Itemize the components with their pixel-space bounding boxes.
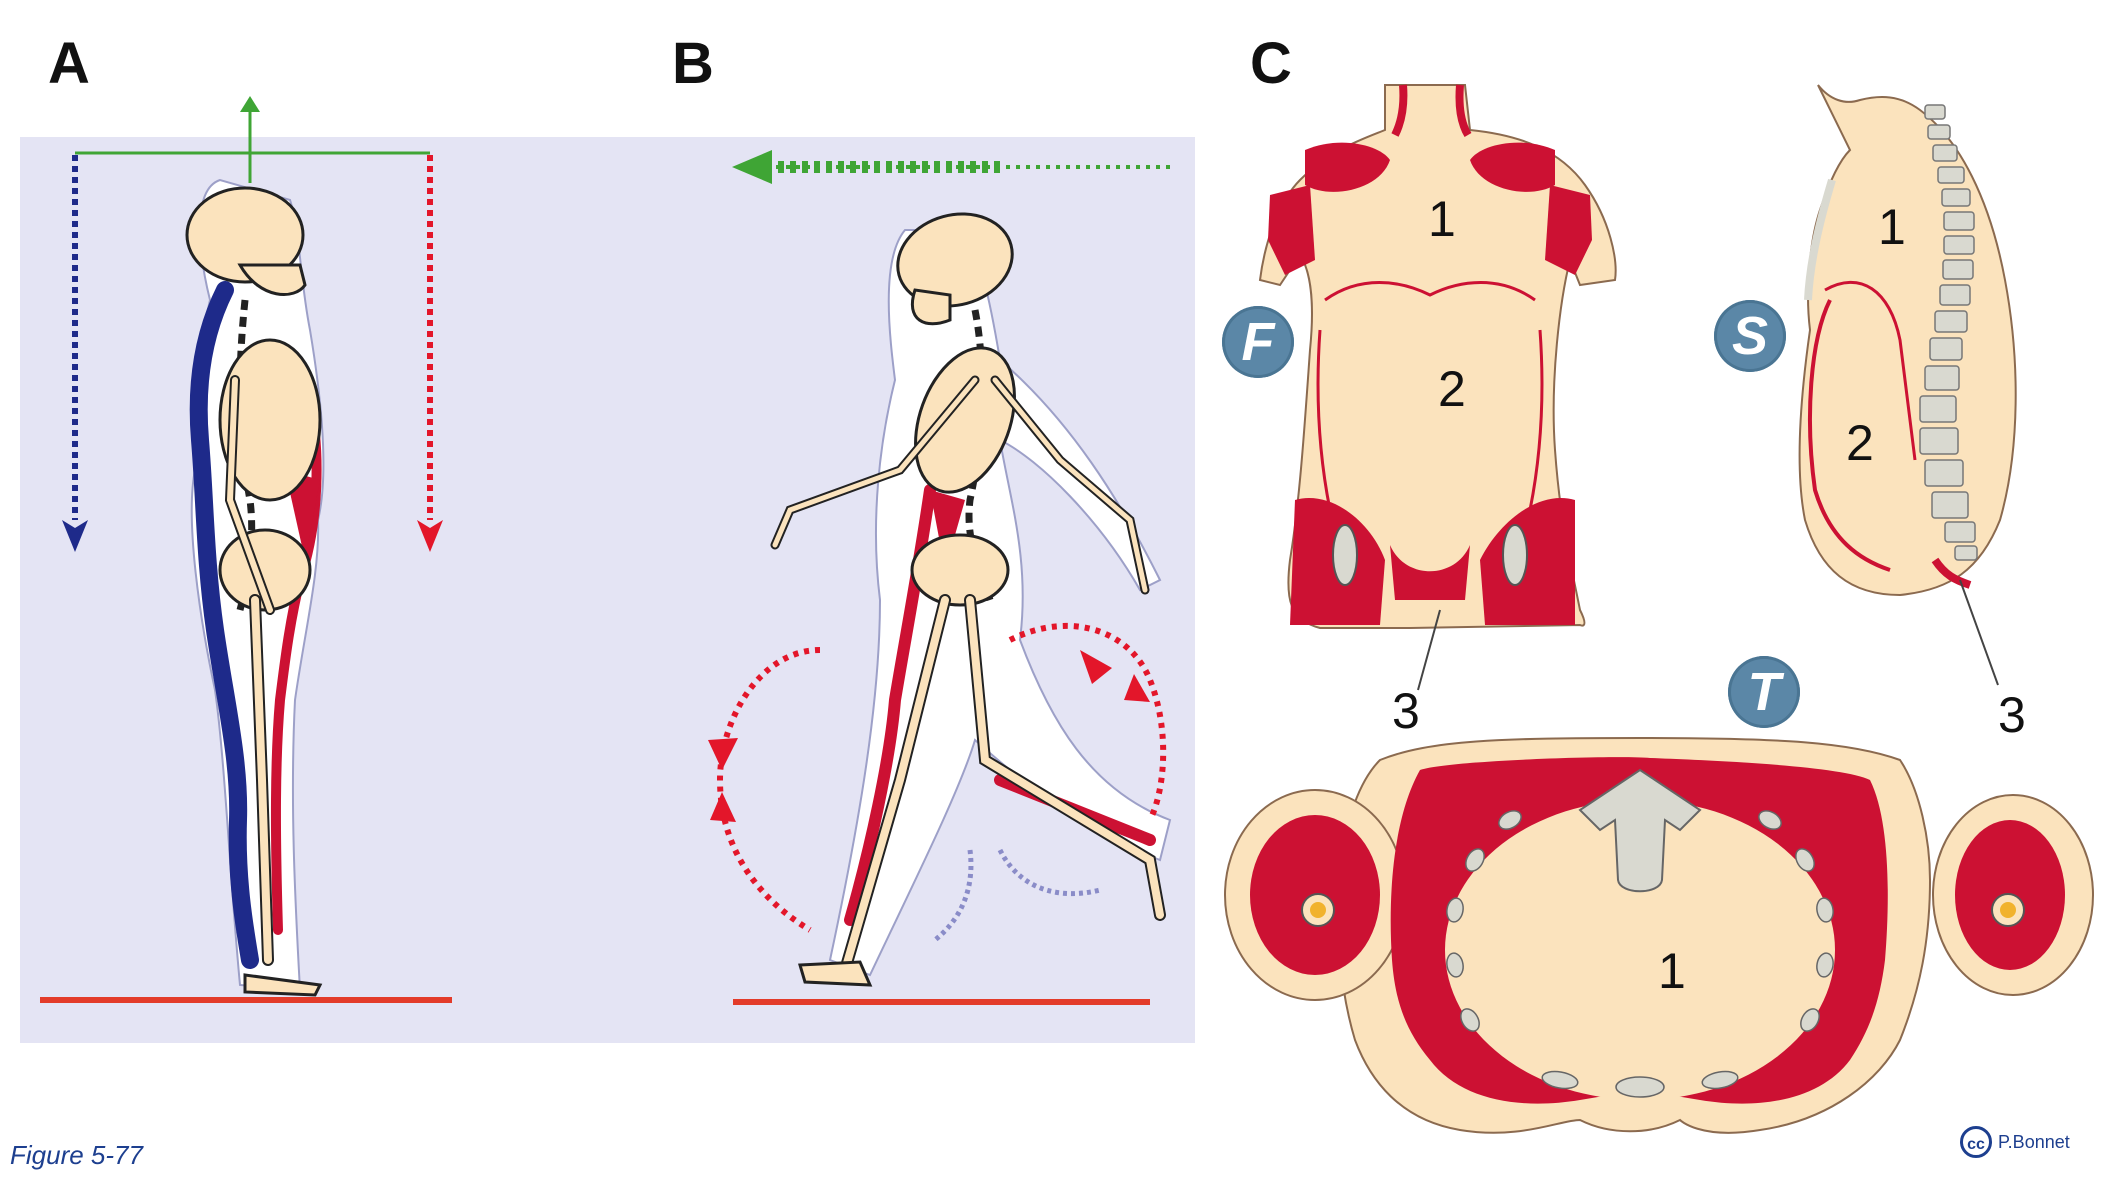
transverse-view-badge: T — [1728, 656, 1800, 728]
frontal-label-2: 2 — [1438, 361, 1466, 417]
panel-label-c: C — [1250, 31, 1292, 96]
panel-label-a: A — [48, 31, 90, 96]
sagittal-label-3: 3 — [1998, 687, 2026, 743]
panel-label-b: B — [672, 31, 714, 96]
spine-vertebrae — [1919, 104, 1978, 561]
figure-caption: Figure 5-77 — [10, 1140, 143, 1170]
upward-arrow-icon — [240, 96, 260, 112]
sagittal-view-badge: S — [1714, 300, 1786, 372]
leftward-arrow-icon — [732, 150, 772, 184]
creative-commons-icon: cc — [1960, 1126, 1992, 1158]
transverse-label-1: 1 — [1658, 943, 1686, 999]
sagittal-label-2: 2 — [1846, 415, 1874, 471]
running-figure — [708, 150, 1172, 1005]
frontal-label-3: 3 — [1392, 683, 1420, 739]
frontal-torso-view — [1258, 84, 1617, 691]
frontal-label-1: 1 — [1428, 191, 1456, 247]
author-credit: P.Bonnet — [1998, 1132, 2070, 1152]
sagittal-label-1: 1 — [1878, 199, 1906, 255]
transverse-section-view — [1224, 736, 2094, 1134]
standing-figure — [40, 96, 452, 1003]
frontal-view-badge: F — [1222, 306, 1294, 378]
rib-sections — [1446, 810, 1834, 1098]
sagittal-torso-view — [1798, 84, 2017, 686]
